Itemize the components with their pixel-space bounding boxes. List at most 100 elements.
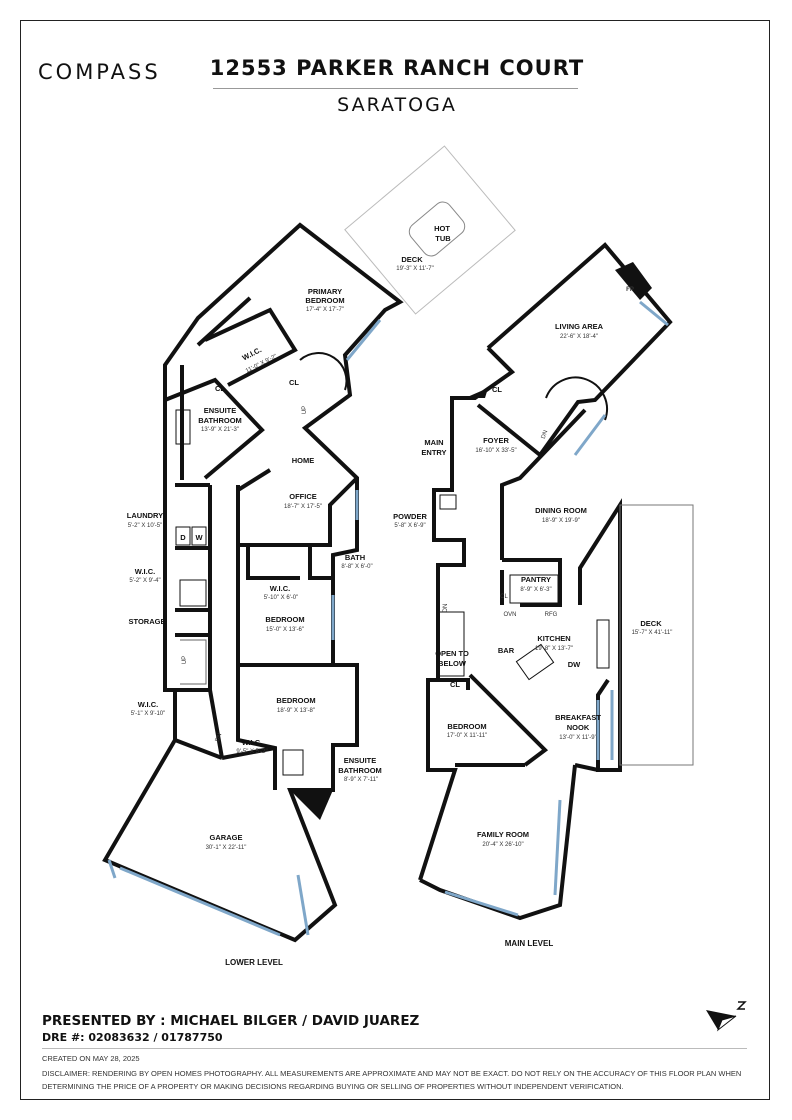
main-level-details xyxy=(437,376,694,766)
room-pantry: PANTRY xyxy=(521,575,551,584)
room-deck-main: DECK xyxy=(640,619,662,628)
main-closet-fill xyxy=(465,388,488,398)
room-laundry-dims: 5'-2" X 10'-5" xyxy=(128,523,163,529)
room-bedroom-main: BEDROOM xyxy=(447,722,486,731)
room-cl-primary: CL xyxy=(289,378,299,387)
main-level-windows xyxy=(444,300,669,917)
room-deck-lower: DECK xyxy=(401,255,423,264)
room-bedroom-1-dims: 15'-0" X 13'-6" xyxy=(266,627,304,633)
room-home-office-2: OFFICE xyxy=(289,492,317,501)
room-ensuite2-1: ENSUITE xyxy=(344,756,377,765)
room-wic-lower: W.I.C. xyxy=(138,700,158,709)
room-primary-bedroom-dims: 17'-4" X 17'-7" xyxy=(306,307,344,313)
room-living-area: LIVING AREA xyxy=(555,322,604,331)
dre-number: DRE #: 02083632 / 01787750 xyxy=(42,1031,223,1044)
room-dryer: D xyxy=(180,533,186,542)
room-bath: BATH xyxy=(345,553,365,562)
footer-divider xyxy=(42,1048,747,1049)
created-date: CREATED ON MAY 28, 2025 xyxy=(42,1054,140,1063)
room-dining-dims: 18'-9" X 19'-9" xyxy=(542,518,580,524)
main-level-title: MAIN LEVEL xyxy=(505,939,554,948)
room-up-stair: UP xyxy=(302,406,308,414)
room-family-dims: 20'-4" X 26'-10" xyxy=(482,842,523,848)
room-foyer-dims: 16'-10" X 33'-5" xyxy=(475,448,516,454)
room-garage-dims: 30'-1" X 22'-11" xyxy=(206,845,247,851)
main-fireplace xyxy=(615,262,652,300)
room-dining: DINING ROOM xyxy=(535,506,587,515)
property-address: 12553 PARKER RANCH COURT xyxy=(209,56,585,80)
room-rfg: RFG xyxy=(545,612,558,618)
room-main-entry-2: ENTRY xyxy=(421,448,446,457)
room-foyer: FOYER xyxy=(483,436,509,445)
main-level-walls xyxy=(418,242,673,921)
north-arrow-icon xyxy=(706,1001,747,1032)
room-cl-bath: CL xyxy=(215,384,225,393)
lower-chimney xyxy=(290,790,333,820)
room-wic-bedroom2-dims: 9'-5" X 5'-2" xyxy=(236,749,267,755)
room-up-storage: UP xyxy=(182,656,188,664)
room-home-office-dims: 18'-7" X 17'-5" xyxy=(284,504,322,510)
room-deck-main-dims: 15'-7" X 41'-11" xyxy=(632,630,673,636)
brand-logo: COMPASS xyxy=(38,60,161,84)
room-wic-bedroom-dims: 5'-10" X 6'-0" xyxy=(264,595,299,601)
room-primary-bedroom-2: BEDROOM xyxy=(305,296,344,305)
room-wic-lower-dims: 5'-1" X 9'-10" xyxy=(131,711,166,717)
room-home-office-1: HOME xyxy=(292,456,315,465)
disclaimer-text: DISCLAIMER: RENDERING BY OPEN HOMES PHOT… xyxy=(42,1069,742,1091)
room-bedroom-1: BEDROOM xyxy=(265,615,304,624)
room-powder-dims: 5'-8" X 6'-9" xyxy=(394,523,425,529)
room-open-below-1: OPEN TO xyxy=(435,649,469,658)
room-main-entry-1: MAIN xyxy=(424,438,443,447)
lower-level-title: LOWER LEVEL xyxy=(225,958,283,967)
room-bar: BAR xyxy=(498,646,515,655)
room-bedroom-2: BEDROOM xyxy=(276,696,315,705)
room-family: FAMILY ROOM xyxy=(477,830,529,839)
room-ensuite2-dims: 8'-9" X 7'-11" xyxy=(344,777,378,783)
room-open-below-2: BELOW xyxy=(438,659,467,668)
room-storage: STORAGE xyxy=(129,617,166,626)
room-bedroom-main-dims: 17'-0" X 11'-11" xyxy=(447,733,487,739)
room-wic-bedroom2: W.I.C. xyxy=(242,738,262,747)
room-bedroom-2-dims: 18'-9" X 13'-8" xyxy=(277,708,315,714)
room-cl-bedroom: CL xyxy=(450,680,460,689)
lower-level-details xyxy=(175,145,516,776)
room-laundry: LAUNDRY xyxy=(127,511,163,520)
room-ensuite2-2: BATHROOM xyxy=(338,766,382,775)
presented-by: PRESENTED BY : MICHAEL BILGER / DAVID JU… xyxy=(42,1013,420,1029)
room-bath-dims: 8'-8" X 6'-0" xyxy=(341,564,372,570)
room-breakfast-2: NOOK xyxy=(567,723,590,732)
room-kitchen-dims: 19'-8" X 13'-7" xyxy=(535,646,573,652)
room-dn-stair: DN xyxy=(215,733,224,743)
room-powder: POWDER xyxy=(393,512,427,521)
room-ensuite-1: ENSUITE xyxy=(204,406,237,415)
room-primary-bedroom-1: PRIMARY xyxy=(308,287,342,296)
lower-level-windows xyxy=(107,319,382,937)
room-kitchen: KITCHEN xyxy=(537,634,570,643)
room-breakfast-dims: 13'-0" X 11'-9" xyxy=(559,735,596,741)
room-dn-main: DN xyxy=(541,430,550,440)
room-wic-laundry-dims: 5'-2" X 9'-4" xyxy=(129,578,160,584)
room-living-area-dims: 22'-6" X 18'-4" xyxy=(560,334,598,340)
room-pantry-dims: 8'-9" X 6'-3" xyxy=(520,587,551,593)
room-ensuite-dims: 13'-9" X 21'-3" xyxy=(201,427,239,433)
room-washer: W xyxy=(195,533,203,542)
room-wic-bedroom: W.I.C. xyxy=(270,584,290,593)
room-cl-living: CL xyxy=(492,385,502,394)
room-ovn: OVN xyxy=(503,612,516,618)
room-garage: GARAGE xyxy=(210,833,243,842)
room-hot-tub-1: HOT xyxy=(434,224,450,233)
address-divider xyxy=(213,88,578,89)
room-dw: DW xyxy=(568,660,581,669)
room-dn-main2: DN xyxy=(443,604,449,613)
room-ensuite-2: BATHROOM xyxy=(198,416,242,425)
room-wic-laundry: W.I.C. xyxy=(135,567,155,576)
main-level-labels: FP LIVING AREA 22'-6" X 18'-4" CL MAIN E… xyxy=(393,287,672,948)
room-breakfast-1: BREAKFAST xyxy=(555,713,601,722)
lower-level-walls xyxy=(102,222,404,943)
room-hot-tub-2: TUB xyxy=(435,234,451,243)
room-cl-pantry: CL xyxy=(500,594,508,600)
room-deck-lower-dims: 19'-3" X 11'-7" xyxy=(396,266,433,272)
page-frame xyxy=(20,20,770,1100)
room-wic-primary: W.I.C. xyxy=(241,345,263,362)
